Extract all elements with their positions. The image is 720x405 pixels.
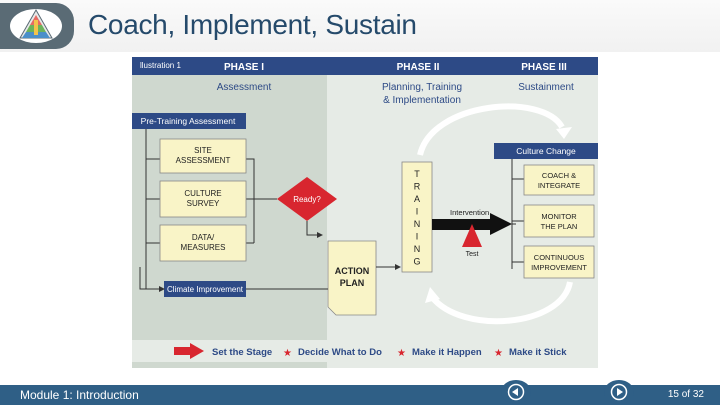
slide-footer: Module 1: Introduction 15 of 32 xyxy=(0,380,720,405)
legend-arrow-icon xyxy=(190,343,204,359)
top-cycle-arrow xyxy=(417,103,565,156)
module-title: Module 1: Introduction xyxy=(20,388,139,402)
training-letter: I xyxy=(416,232,419,242)
data-measures-line2: MEASURES xyxy=(181,243,226,252)
intervention-shaft xyxy=(432,219,492,230)
phase2-subtitle-line2: & Implementation xyxy=(383,95,461,106)
training-box xyxy=(401,161,433,273)
training-letter: N xyxy=(414,244,421,254)
legend-item-1: Set the Stage xyxy=(212,347,272,358)
logo-icon xyxy=(10,8,62,43)
pre-training-bar xyxy=(132,113,246,129)
training-letter: I xyxy=(416,207,419,217)
intervention-arrowhead xyxy=(490,213,512,235)
data-measures-line1: DATA/ xyxy=(192,233,215,242)
training-letter: A xyxy=(414,194,420,204)
slide-header: Coach, Implement, Sustain xyxy=(0,0,720,52)
bottom-cycle-arrow xyxy=(429,281,573,325)
legend-star-2-icon: ★ xyxy=(397,348,406,359)
legend-star-1-icon: ★ xyxy=(283,348,292,359)
legend-bar xyxy=(132,340,598,362)
action-plan-doc xyxy=(327,240,377,316)
logo-tab xyxy=(0,3,74,49)
figure-label: llustration 1 xyxy=(140,61,181,70)
phase3-title: PHASE III xyxy=(521,62,567,73)
continuous-improvement-line2: IMPROVEMENT xyxy=(531,263,587,272)
monitor-plan-line1: MONITOR xyxy=(541,212,577,221)
process-diagram: llustration 1 PHASE I PHASE II PHASE III… xyxy=(132,57,598,368)
coach-integrate-line1: COACH & xyxy=(542,171,576,180)
culture-survey-box xyxy=(159,180,247,218)
climate-label: Climate Improvement xyxy=(167,285,244,294)
training-letter: N xyxy=(414,219,421,229)
phase1-subtitle: Assessment xyxy=(217,82,272,93)
legend-star-3-icon: ★ xyxy=(494,348,503,359)
phase2-subtitle-line1: Planning, Training xyxy=(382,82,462,93)
climate-bar xyxy=(164,281,246,297)
next-slide-button[interactable] xyxy=(604,380,634,404)
previous-icon xyxy=(507,383,525,401)
phase2-title: PHASE II xyxy=(397,62,440,73)
coach-integrate-line2: INTEGRATE xyxy=(538,181,580,190)
culture-survey-line1: CULTURE xyxy=(184,189,221,198)
process-diagram-svg: llustration 1 PHASE I PHASE II PHASE III… xyxy=(132,57,598,368)
pre-training-label: Pre-Training Assessment xyxy=(141,116,236,126)
legend-item-3: Make it Happen xyxy=(412,347,482,358)
training-letter: T xyxy=(414,169,420,179)
site-assessment-box xyxy=(159,138,247,174)
test-label: Test xyxy=(466,251,479,258)
legend-item-2: Decide What to Do xyxy=(298,347,382,358)
phase1-title: PHASE I xyxy=(224,62,264,73)
legend-item-4: Make it Stick xyxy=(509,347,567,358)
slide-title: Coach, Implement, Sustain xyxy=(88,9,417,40)
phase3-subtitle: Sustainment xyxy=(518,82,574,93)
culture-survey-line2: SURVEY xyxy=(187,199,220,208)
monitor-plan-box xyxy=(523,204,595,238)
training-letter: R xyxy=(414,182,421,192)
ready-label: Ready? xyxy=(293,195,321,204)
culture-change-bar xyxy=(494,143,598,159)
continuous-improvement-line1: CONTINUOUS xyxy=(534,253,584,262)
site-assessment-line2: ASSESSMENT xyxy=(176,156,231,165)
next-icon xyxy=(610,383,628,401)
monitor-plan-line2: THE PLAN xyxy=(541,222,578,231)
data-measures-box xyxy=(159,224,247,262)
ready-diamond xyxy=(277,177,337,221)
coach-integrate-box xyxy=(523,164,595,196)
culture-change-label: Culture Change xyxy=(516,146,576,156)
action-plan-line2: PLAN xyxy=(340,278,365,288)
intervention-label: Intervention xyxy=(450,208,489,217)
training-letter: G xyxy=(413,257,420,267)
action-plan-line1: ACTION xyxy=(335,266,370,276)
legend-arrow-shaft xyxy=(174,347,192,355)
phase-bar xyxy=(132,57,598,75)
site-assessment-line1: SITE xyxy=(194,146,212,155)
page-indicator: 15 of 32 xyxy=(667,389,704,400)
continuous-improvement-box xyxy=(523,245,595,279)
previous-slide-button[interactable] xyxy=(501,380,531,404)
test-triangle xyxy=(462,224,482,247)
